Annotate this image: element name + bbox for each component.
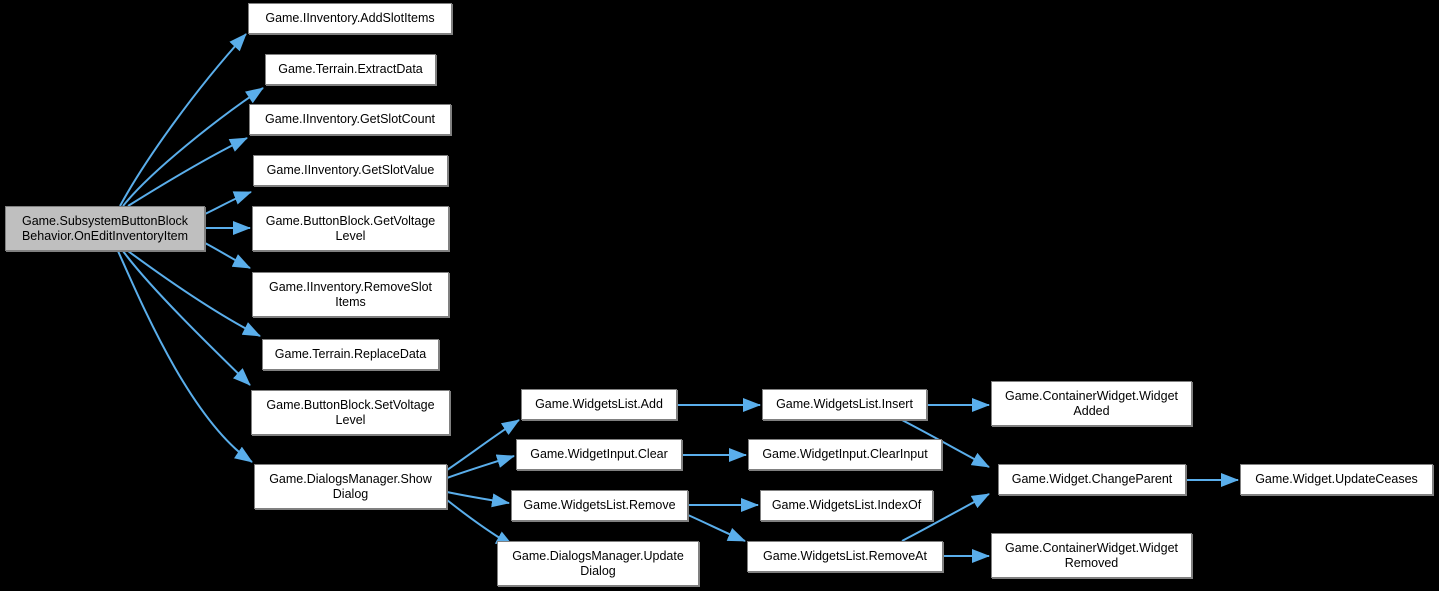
graph-node[interactable]: Game.IInventory.AddSlotItems — [248, 3, 452, 34]
graph-node[interactable]: Game.DialogsManager.Update Dialog — [497, 541, 699, 586]
graph-node[interactable]: Game.WidgetsList.Insert — [762, 389, 927, 420]
graph-edge — [204, 191, 252, 215]
graph-node[interactable]: Game.ContainerWidget.Widget Removed — [991, 533, 1192, 578]
graph-node[interactable]: Game.ContainerWidget.Widget Added — [991, 381, 1192, 426]
graph-node[interactable]: Game.IInventory.GetSlotValue — [253, 155, 448, 186]
graph-node[interactable]: Game.WidgetsList.RemoveAt — [747, 541, 943, 572]
graph-node[interactable]: Game.IInventory.GetSlotCount — [249, 104, 451, 135]
graph-edge — [122, 250, 251, 386]
graph-node[interactable]: Game.ButtonBlock.GetVoltage Level — [252, 206, 449, 251]
graph-edge — [127, 137, 248, 207]
graph-node[interactable]: Game.ButtonBlock.SetVoltage Level — [251, 390, 450, 435]
graph-node[interactable]: Game.WidgetInput.Clear — [516, 439, 682, 470]
graph-node[interactable]: Game.Terrain.ExtractData — [265, 54, 436, 85]
graph-node[interactable]: Game.Widget.UpdateCeases — [1240, 464, 1433, 495]
graph-node[interactable]: Game.WidgetsList.IndexOf — [760, 490, 933, 521]
graph-edge — [117, 250, 253, 463]
graph-node[interactable]: Game.DialogsManager.Show Dialog — [254, 464, 447, 509]
graph-node[interactable]: Game.WidgetsList.Add — [521, 389, 677, 420]
graph-node-current[interactable]: Game.SubsystemButtonBlock Behavior.OnEdi… — [5, 206, 205, 251]
graph-node[interactable]: Game.WidgetInput.ClearInput — [748, 439, 942, 470]
graph-edge — [446, 454, 515, 479]
graph-node[interactable]: Game.IInventory.RemoveSlot Items — [252, 272, 449, 317]
graph-node[interactable]: Game.Terrain.ReplaceData — [262, 339, 439, 370]
graph-edge — [204, 242, 251, 269]
graph-node[interactable]: Game.WidgetsList.Remove — [511, 490, 688, 521]
graph-edge — [127, 250, 261, 337]
graph-edge — [446, 491, 510, 508]
graph-node[interactable]: Game.Widget.ChangeParent — [998, 464, 1186, 495]
graph-edge — [446, 419, 520, 471]
graph-edge — [122, 87, 264, 207]
graph-edge — [119, 33, 247, 207]
graph-edge — [446, 499, 514, 547]
graph-edge — [687, 514, 746, 542]
